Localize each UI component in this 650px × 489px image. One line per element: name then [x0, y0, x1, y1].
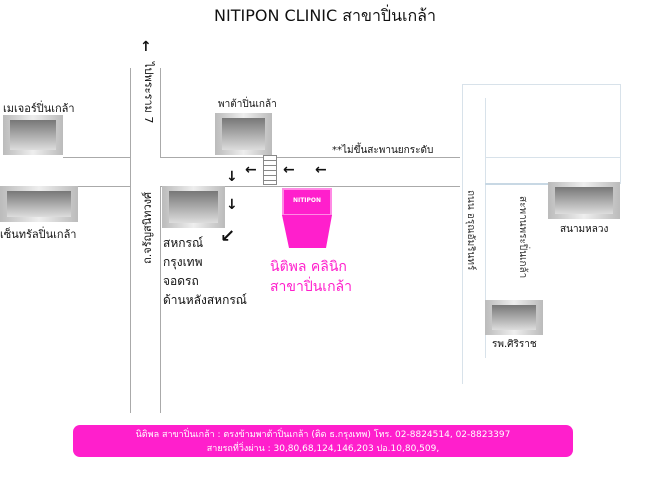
- road-line: [485, 98, 486, 358]
- road-rama7: ไปพระราม 7: [142, 62, 155, 124]
- clinic-building: [282, 215, 332, 248]
- label-pata: พาต้าปิ่นเกล้า: [218, 99, 277, 110]
- clinic-branch: สาขาปิ่นเกล้า: [270, 279, 352, 295]
- road-line: [462, 84, 463, 384]
- road-line: [620, 84, 621, 184]
- road-arun: ถนน อรุณอัมรินทร์: [465, 190, 476, 271]
- parking-line: สหกรณ์: [163, 236, 204, 250]
- building-central: [0, 186, 78, 222]
- parking-line: จอดรถ: [163, 274, 199, 288]
- road-line: [130, 68, 131, 413]
- arrow-left-icon: ←: [245, 162, 257, 178]
- building-siriraj: [485, 300, 543, 335]
- building-pata: [215, 113, 272, 155]
- road-line: [160, 186, 460, 187]
- parking-line: ด้านหลังสหกรณ์: [163, 293, 247, 307]
- no-flyover-note: **ไม่ขึ้นสะพานยกระดับ: [332, 145, 434, 156]
- curved-arrow-icon: ↙: [220, 226, 236, 247]
- arrow-up-icon: ↑: [140, 39, 152, 55]
- road-line: [462, 84, 620, 85]
- arrow-down-icon: ↓: [226, 197, 238, 213]
- clinic-sign: NITIPON: [282, 188, 332, 216]
- arrow-left-icon: ←: [283, 162, 295, 178]
- road-line: [160, 68, 161, 158]
- label-major: เมเจอร์ปิ่นเกล้า: [3, 102, 75, 115]
- building-major: [3, 115, 63, 155]
- parking-note: สหกรณ์ กรุงเทพ จอดรถ ด้านหลังสหกรณ์: [163, 234, 247, 310]
- building-sanamluang: [548, 182, 620, 219]
- contact-line: นิติพล สาขาปิ่นเกล้า : ตรงข้ามพาต้าปิ่นเ…: [135, 430, 511, 440]
- label-sanamluang: สนามหลวง: [560, 224, 609, 235]
- road-line: [485, 157, 620, 158]
- arrow-left-icon: ←: [315, 162, 327, 178]
- bus-line: สายรถที่วิ่งผ่าน : 30,80,68,124,146,203 …: [206, 444, 440, 454]
- road-line: [485, 183, 550, 185]
- arrow-down-icon: ↓: [226, 169, 238, 185]
- road-line: [160, 186, 161, 413]
- label-siriraj: รพ.ศิริราช: [492, 339, 537, 350]
- contact-banner: นิติพล สาขาปิ่นเกล้า : ตรงข้ามพาต้าปิ่นเ…: [73, 425, 573, 457]
- pedestrian-crossing: [263, 155, 277, 185]
- building-coop-bank: [162, 186, 225, 228]
- label-central: เซ็นทรัลปิ่นเกล้า: [0, 228, 77, 241]
- road-line: [78, 186, 130, 187]
- road-line: [63, 157, 130, 158]
- clinic-name: นิติพล คลินิก: [270, 259, 347, 275]
- road-charan: ถ.จรัญสนิทวงศ์: [141, 192, 154, 264]
- road-bridge: สะพานพระปิ่นเกล้า: [517, 196, 528, 279]
- parking-line: กรุงเทพ: [163, 255, 203, 269]
- map-title: NITIPON CLINIC สาขาปิ่นเกล้า: [214, 6, 436, 25]
- road-line: [160, 157, 460, 158]
